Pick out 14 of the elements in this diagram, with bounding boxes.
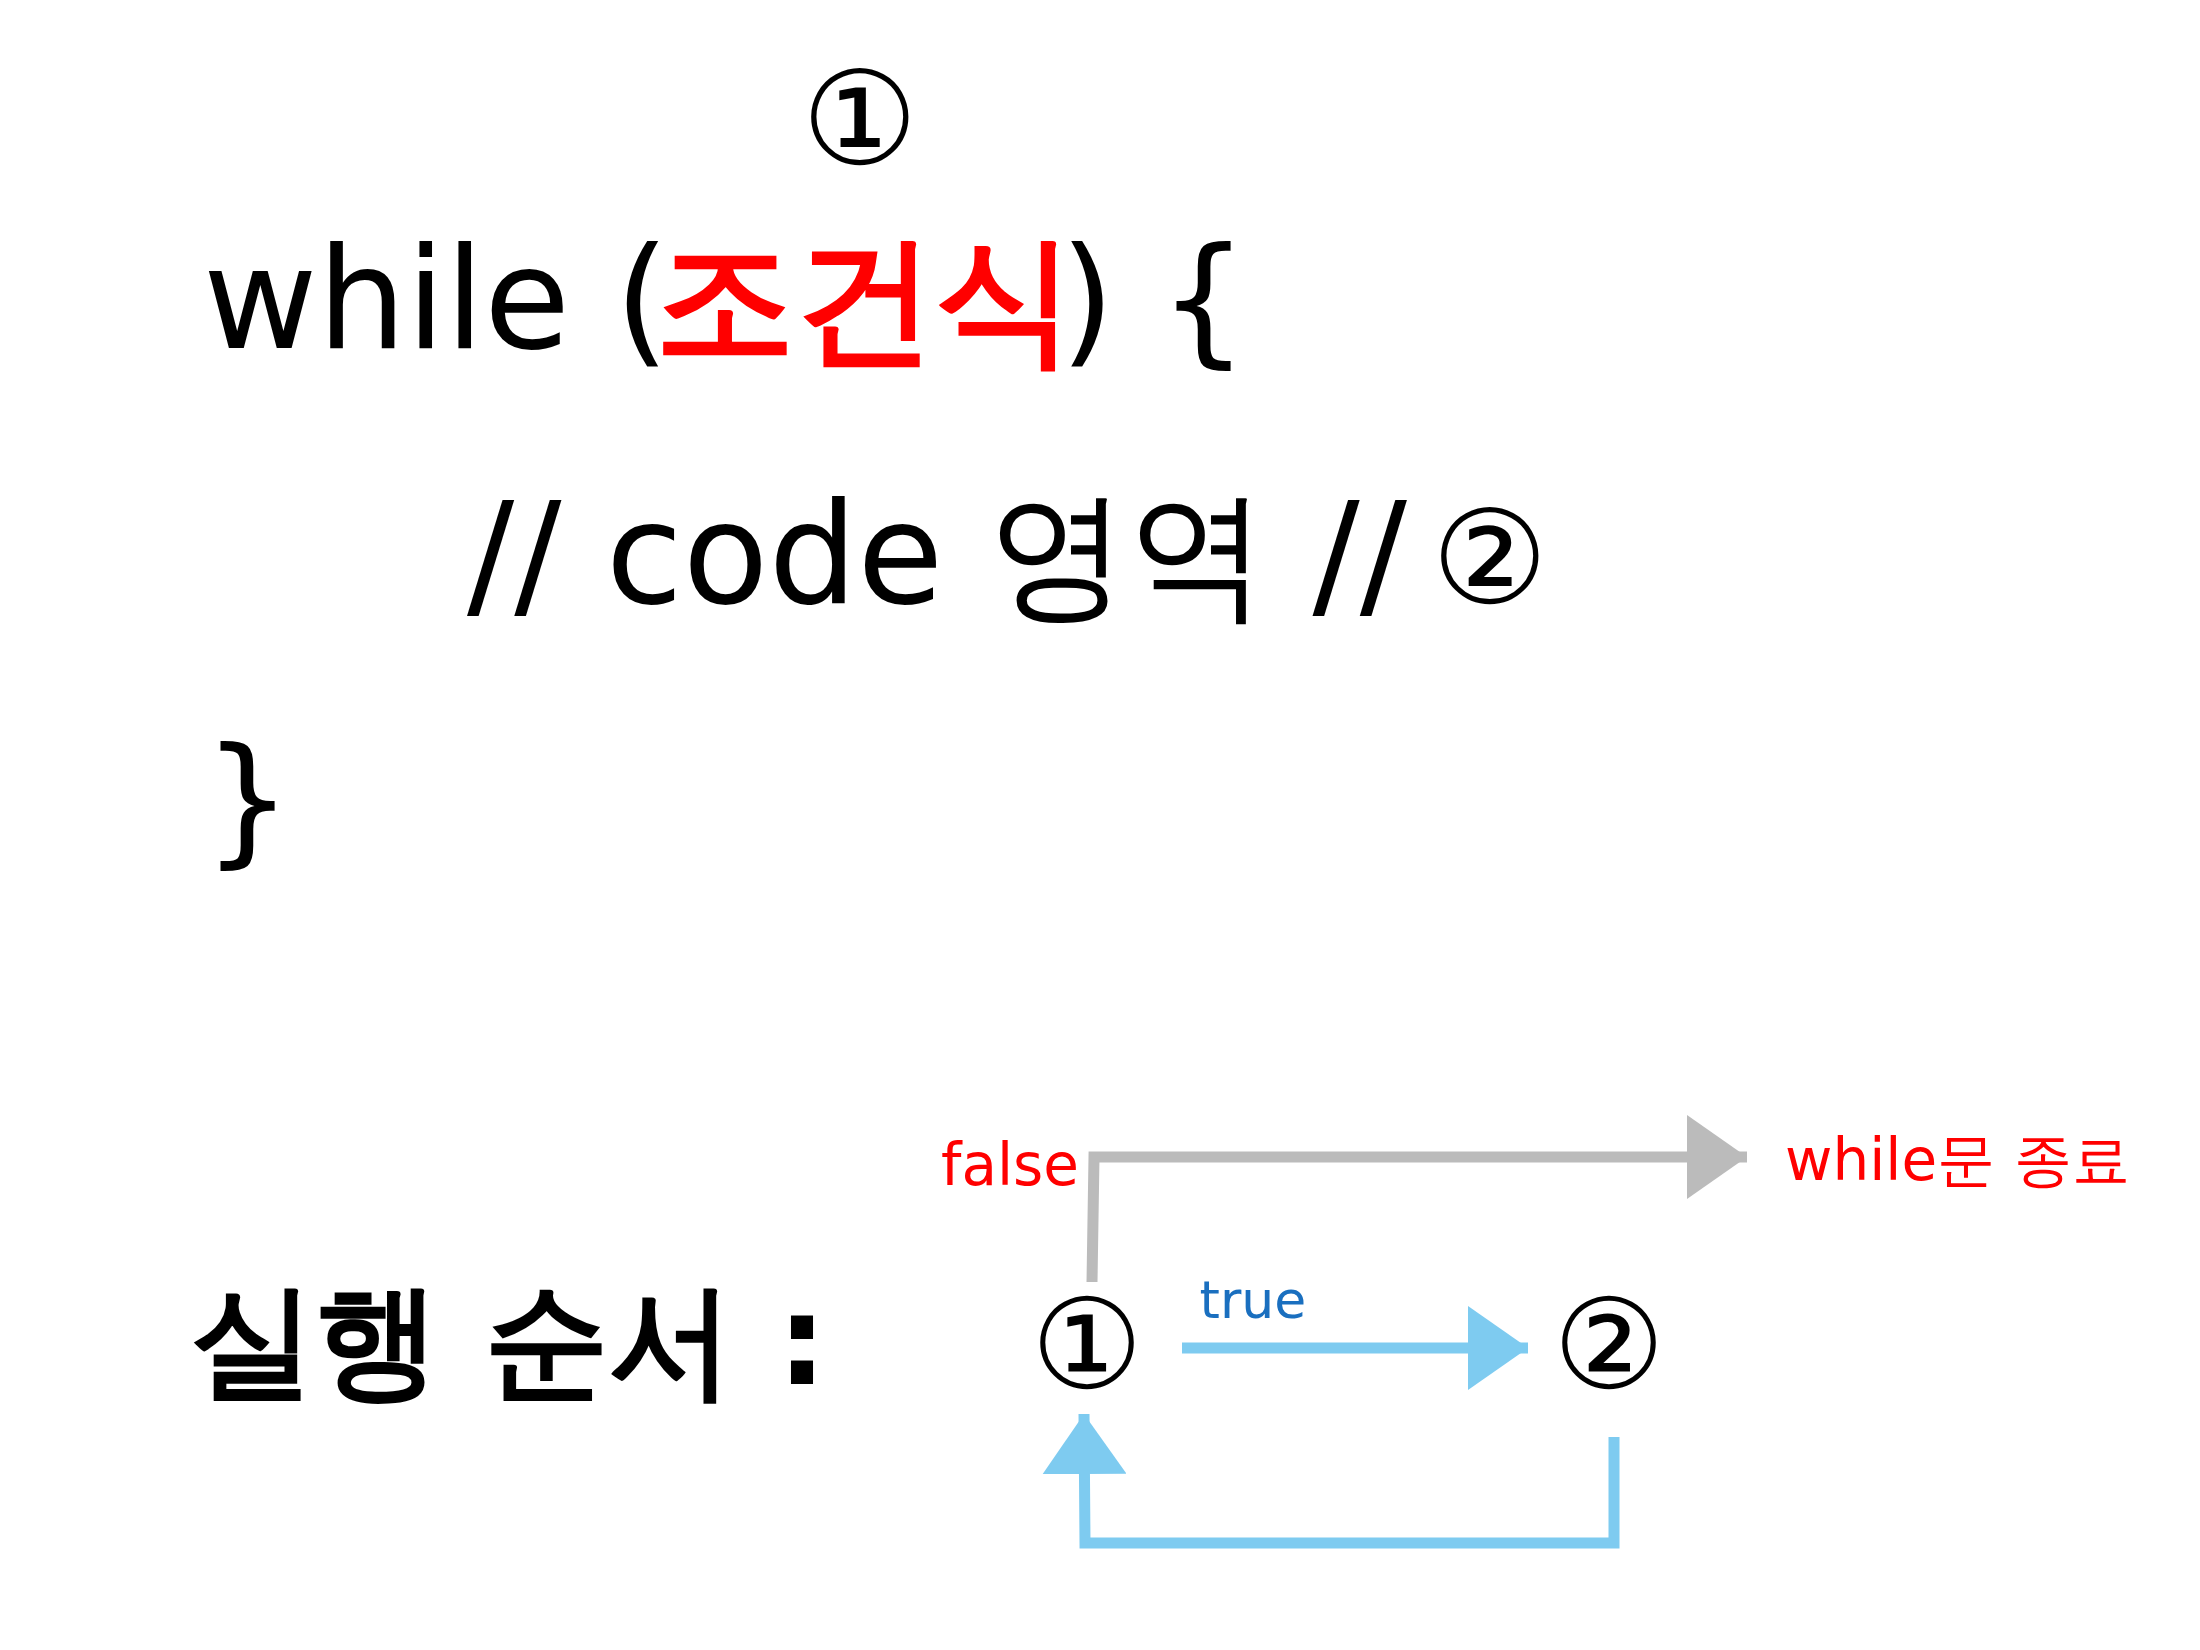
circled-number: ①	[1031, 1281, 1144, 1407]
arrow	[1042, 1413, 1620, 1549]
code-text: }	[203, 730, 293, 870]
circled-number: ①	[801, 54, 919, 184]
code-comment: // code 영역 //	[467, 485, 1407, 625]
circled-number: ②	[1553, 1281, 1666, 1407]
code-text: ) {	[1060, 230, 1249, 370]
heading-text: 실행 순서 :	[190, 1277, 828, 1403]
arrow	[1086, 1115, 1747, 1283]
edge-label: false	[941, 1136, 1079, 1194]
arrow	[1182, 1306, 1528, 1390]
edge-label: true	[1199, 1274, 1307, 1326]
end-text: while문 종료	[1785, 1131, 2130, 1189]
circled-number: ②	[1431, 493, 1549, 623]
